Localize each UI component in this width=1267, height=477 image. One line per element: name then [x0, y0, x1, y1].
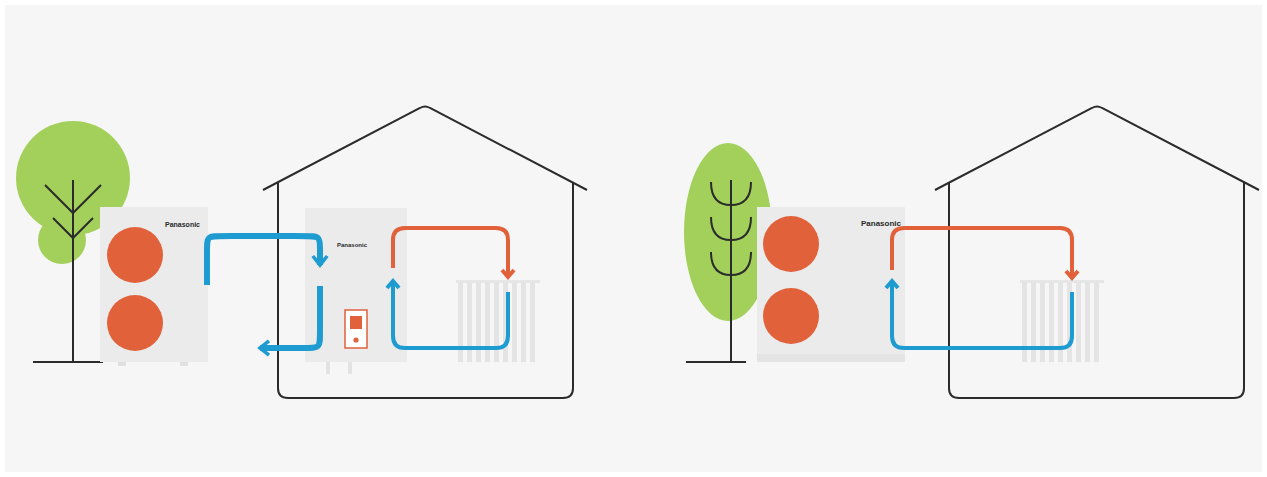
unit-box: Panasonic	[100, 207, 210, 362]
monoblock-unit	[757, 207, 905, 362]
background-panel	[5, 5, 1262, 472]
brand-label: Panasonic	[305, 242, 367, 248]
outdoor-unit	[100, 207, 208, 366]
controller	[345, 310, 367, 348]
unit-box: Panasonic	[305, 208, 407, 362]
unit-box: Panasonic	[757, 207, 909, 362]
heating-loop	[886, 228, 1078, 348]
brand-label: Panasonic	[757, 220, 901, 228]
refrigerant-pipe	[207, 236, 320, 285]
heating-loop	[387, 228, 514, 348]
refrigerant-pipe	[260, 286, 320, 348]
brand-label: Panasonic	[100, 221, 200, 228]
house-outline	[935, 107, 1259, 399]
house-outline	[263, 107, 587, 399]
